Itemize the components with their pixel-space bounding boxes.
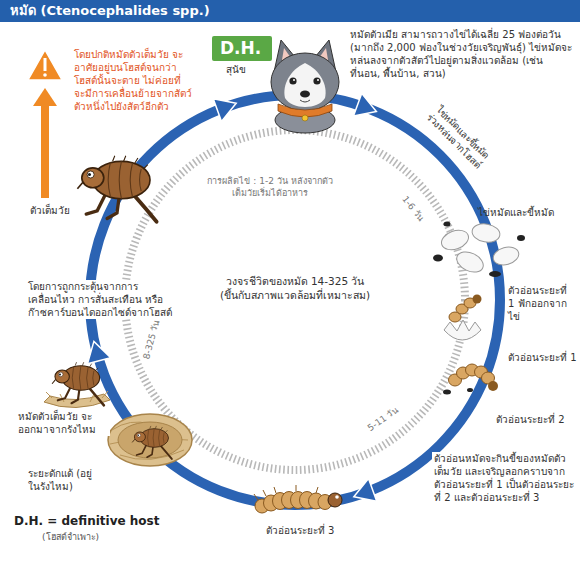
stage-label: ตัวอ่อนระยะที่ 1 — [506, 351, 579, 364]
stage-label: ตัวอ่อนระยะที่ 2 — [494, 413, 567, 426]
note-text: ตัวอ่อนหมัดจะกินขี้ของหมัดตัวเต็มวัย และ… — [432, 452, 576, 504]
note-text: โดยการถูกกระตุ้นจากการเคลื่อนไหว การสั่น… — [26, 280, 178, 319]
stage-label: D.H. = definitive host — [14, 514, 159, 530]
duration-label: 5-11 วัน — [366, 405, 401, 434]
title: หมัด (Ctenocephalides spp.) — [0, 0, 580, 22]
title-bar: หมัด (Ctenocephalides spp.) — [0, 0, 580, 22]
note-text: หมัดตัวเต็มวัย จะออกมาจากรังไหม — [16, 410, 110, 436]
stage-label: (โฮสต์จำเพาะ) — [42, 532, 99, 544]
stage-label: ไข่หมัดและขี้หมัด — [478, 206, 554, 219]
note-text: หมัดตัวเมีย สามารถวางไข่ได้เฉลี่ย 25 ฟอง… — [350, 28, 574, 80]
duration-label: ไข่หมัดและขี้หมัด ร่วงหล่นจากโฮสต์ — [417, 96, 500, 179]
note-text: ตัวอ่อนระยะที่ 1 ฟักออกจากไข่ — [506, 284, 576, 323]
stage-label: ตัวเต็มวัย — [28, 204, 72, 217]
note-text: ตัวอ่อนระยะที่ 3 — [250, 524, 350, 537]
duration-label: 8-325 วัน — [141, 319, 163, 361]
note-text: โดยปกติหมัดตัวเต็มวัย จะอาศัยอยู่บนโฮสต์… — [72, 48, 194, 113]
host-label: D.H. — [220, 38, 264, 58]
note-text: วงจรชีวิตของหมัด 14-325 วัน (ขึ้นกับสภาพ… — [215, 275, 375, 302]
duration-label: 1-6 วัน — [399, 194, 426, 224]
note-text: การผลิตไข่ : 1-2 วัน หลังจากตัวเต็มวัยเร… — [200, 176, 340, 199]
stage-label: สุนัข — [226, 63, 246, 76]
note-text: ระยะดักแด้ (อยู่ในรังไหม) — [26, 467, 106, 493]
host-box: D.H. — [212, 36, 272, 61]
